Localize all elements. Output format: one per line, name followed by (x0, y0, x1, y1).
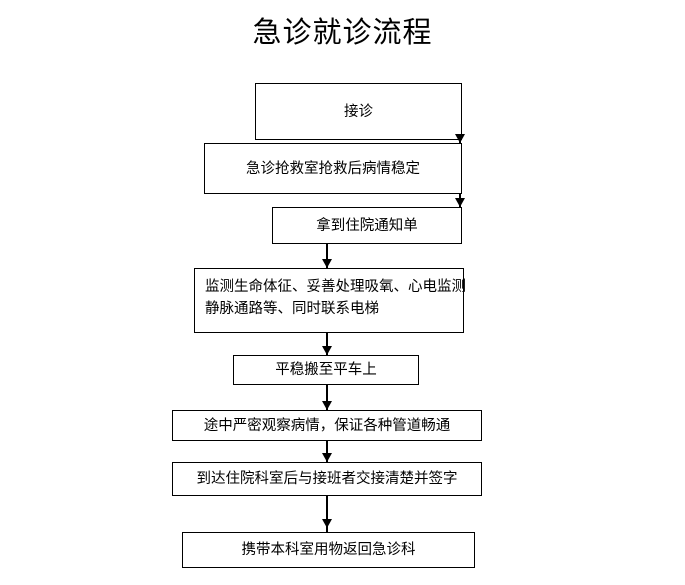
connector-n7-n8-arrowhead (322, 519, 332, 528)
flow-node-monitor-vitals-line2: 静脉通路等、同时联系电梯 (205, 301, 379, 317)
flow-node-return-to-emergency-label: 携带本科室用物返回急诊科 (241, 542, 416, 558)
connector-n6-n7-shaft (326, 441, 328, 462)
flow-node-reception-label: 接诊 (344, 103, 373, 120)
connector-n5-n6-arrowhead (322, 401, 332, 410)
page-title: 急诊就诊流程 (252, 15, 433, 49)
flow-node-return-to-emergency[interactable]: 携带本科室用物返回急诊科 (182, 532, 475, 568)
flow-node-handover-and-sign-label: 到达住院科室后与接班者交接清楚并签字 (196, 471, 458, 487)
connector-n4-n5-shaft (326, 333, 328, 355)
flow-node-observe-during-transport[interactable]: 途中严密观察病情，保证各种管道畅通 (172, 410, 482, 441)
flow-node-resuscitation-stable-label: 急诊抢救室抢救后病情稳定 (246, 160, 420, 177)
connector-n1-n2-arrowhead (455, 134, 465, 143)
flow-node-monitor-vitals[interactable]: 监测生命体征、妥善处理吸氧、心电监测 静脉通路等、同时联系电梯 (194, 268, 466, 333)
flow-node-transfer-to-stretcher[interactable]: 平稳搬至平车上 (233, 355, 419, 385)
connector-n3-n4-shaft (326, 244, 328, 268)
flow-node-admission-notice-label: 拿到住院通知单 (316, 217, 418, 234)
connector-n3-n4-arrowhead (322, 259, 332, 268)
flow-node-transfer-to-stretcher-label: 平稳搬至平车上 (275, 362, 377, 378)
connector-n5-n6-shaft (326, 385, 328, 410)
connector-n2-n3-arrowhead (455, 198, 465, 207)
flow-node-resuscitation-stable[interactable]: 急诊抢救室抢救后病情稳定 (204, 143, 462, 194)
flow-node-admission-notice[interactable]: 拿到住院通知单 (272, 207, 462, 244)
flow-node-reception[interactable]: 接诊 (255, 83, 462, 140)
connector-n4-n5-arrowhead (322, 346, 332, 355)
connector-n7-n8-shaft (326, 496, 328, 532)
flow-node-handover-and-sign[interactable]: 到达住院科室后与接班者交接清楚并签字 (172, 462, 482, 496)
flow-node-observe-during-transport-label: 途中严密观察病情，保证各种管道畅通 (203, 417, 451, 434)
flow-node-monitor-vitals-line1: 监测生命体征、妥善处理吸氧、心电监测 (205, 279, 466, 295)
connector-n6-n7-arrowhead (322, 453, 332, 462)
